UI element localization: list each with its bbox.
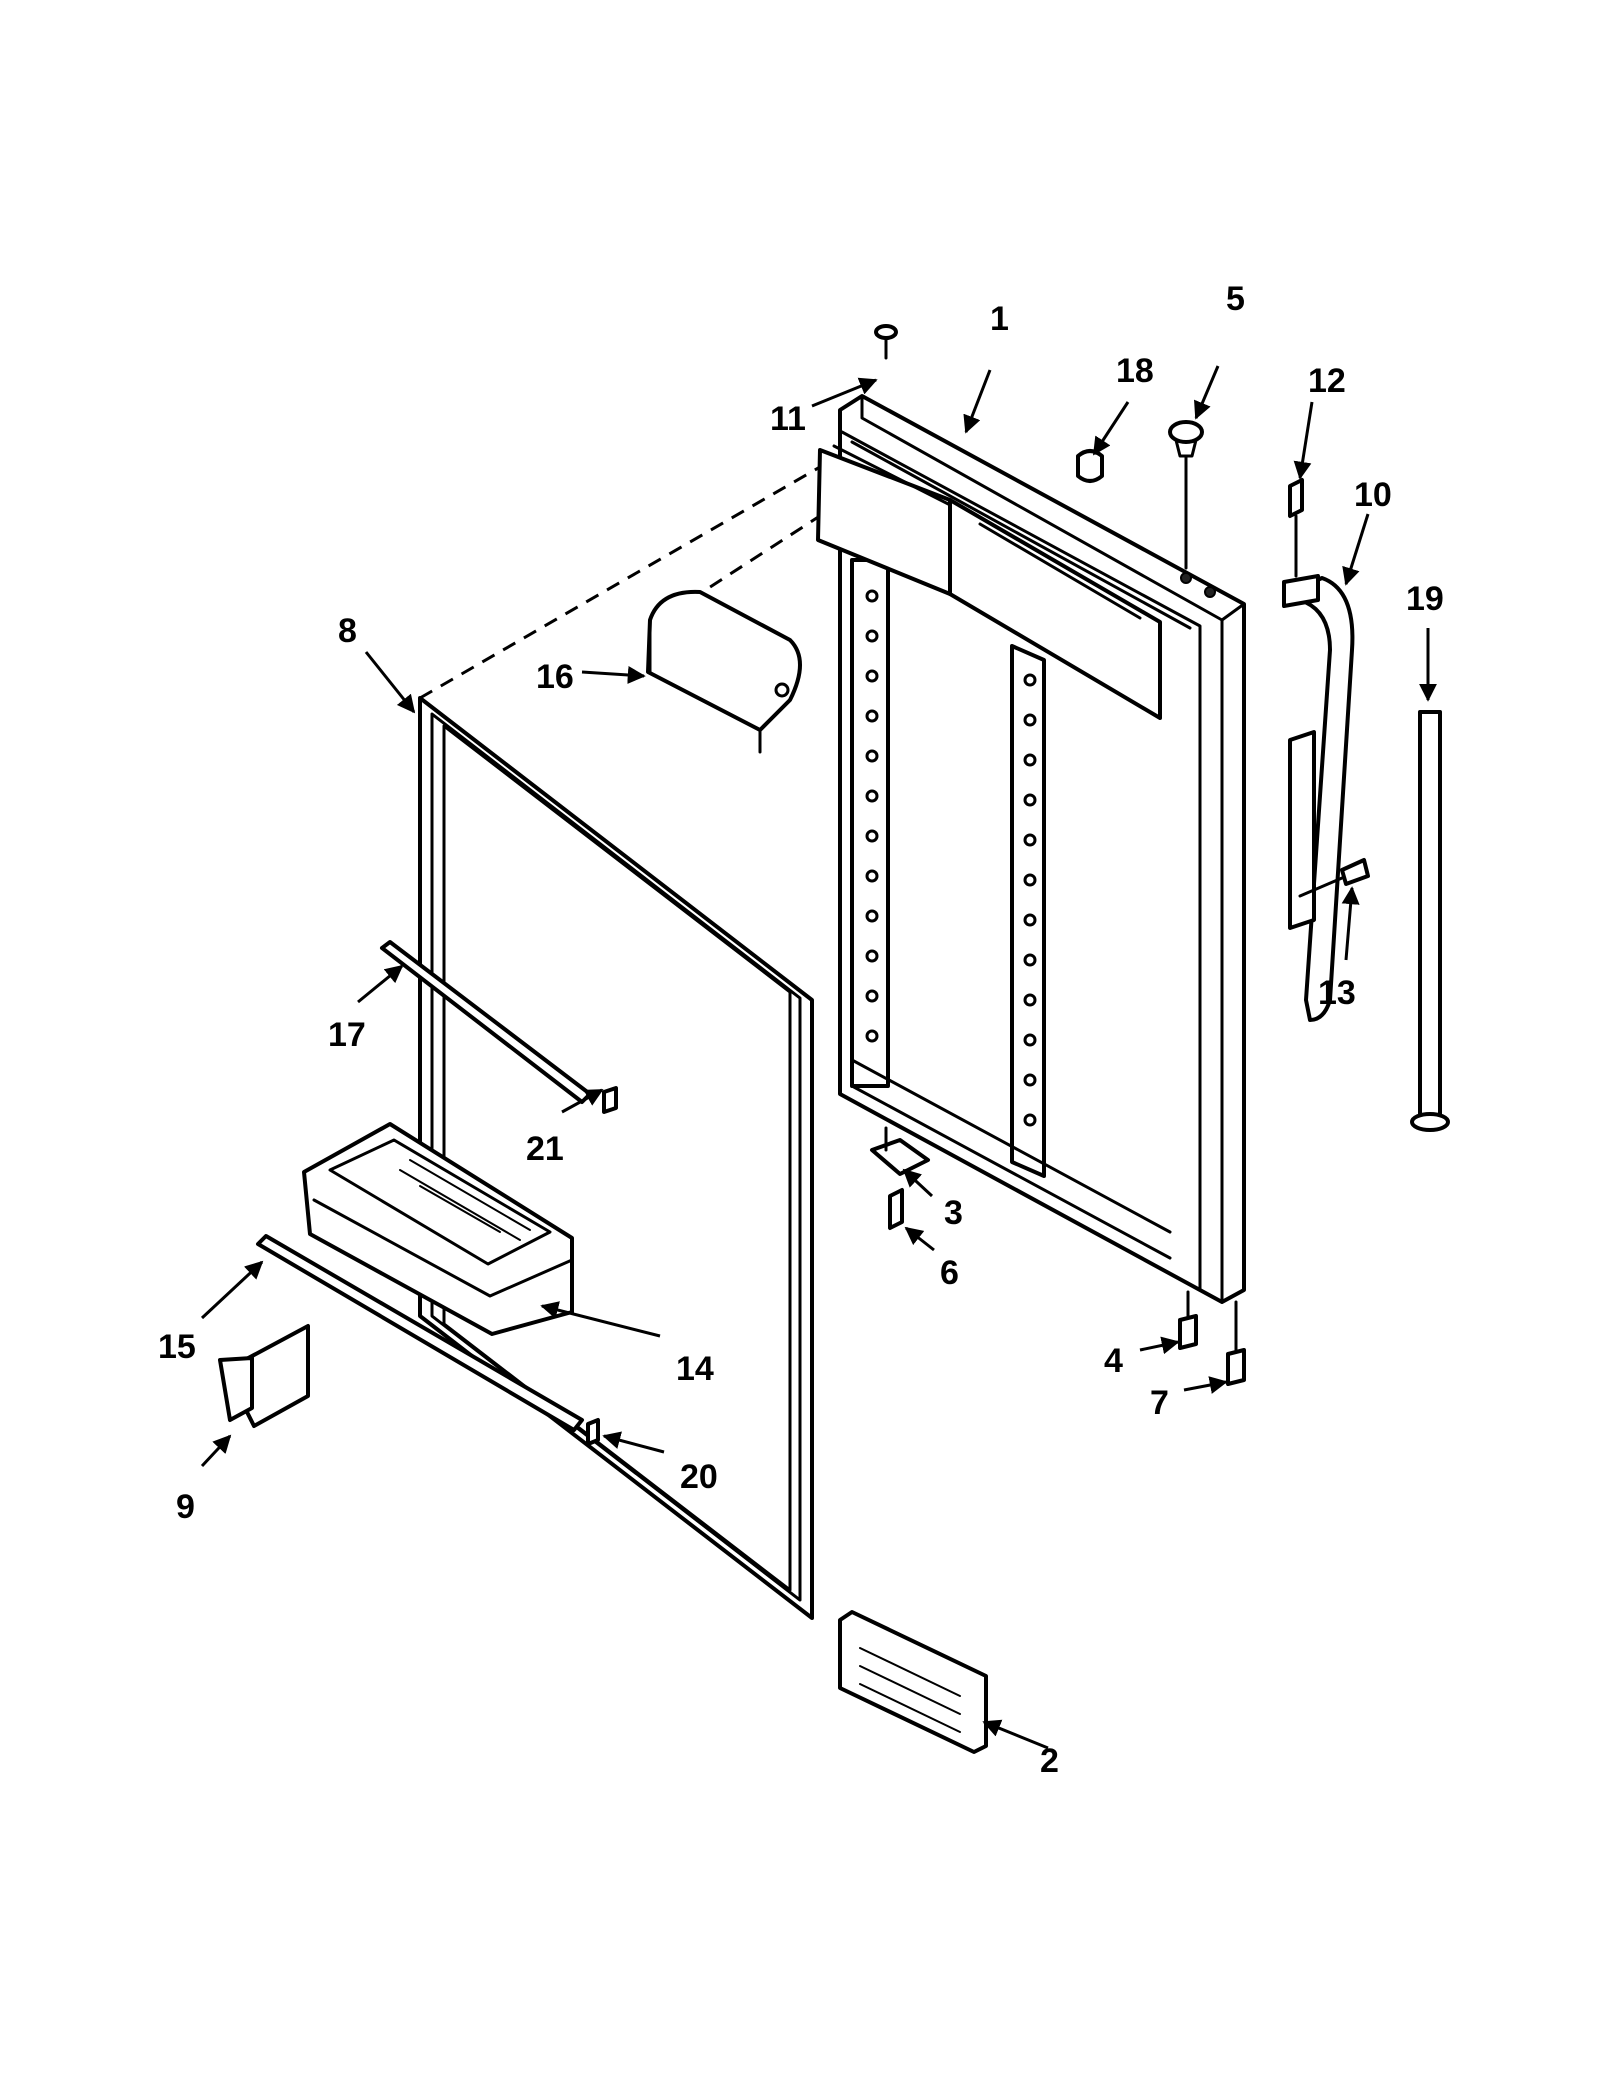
retainer-clip-lower bbox=[586, 1418, 600, 1446]
callout-10: 10 bbox=[1354, 476, 1392, 514]
callout-18: 18 bbox=[1116, 352, 1154, 390]
screw-6 bbox=[888, 1188, 904, 1230]
callout-17: 17 bbox=[328, 1016, 366, 1054]
screw-4 bbox=[1178, 1290, 1198, 1350]
callout-9: 9 bbox=[176, 1488, 195, 1526]
callout-16: 16 bbox=[536, 658, 574, 696]
callout-leaders bbox=[200, 365, 1437, 1750]
callout-3: 3 bbox=[944, 1194, 963, 1232]
bin-support bbox=[218, 1324, 310, 1428]
door-handle bbox=[1282, 574, 1355, 1022]
callout-15: 15 bbox=[158, 1328, 196, 1366]
shelf-support-pins bbox=[865, 589, 1037, 1127]
callout-13: 13 bbox=[1318, 974, 1356, 1012]
screw-11 bbox=[874, 324, 898, 360]
callout-20: 20 bbox=[680, 1458, 718, 1496]
dairy-door bbox=[646, 589, 802, 754]
door-gasket bbox=[418, 696, 814, 1620]
callout-14: 14 bbox=[676, 1350, 714, 1388]
callout-1: 1 bbox=[990, 300, 1009, 338]
callout-11: 11 bbox=[770, 400, 806, 438]
plug-button-5 bbox=[1168, 420, 1204, 458]
hinge-pin-rod bbox=[1410, 710, 1450, 1132]
callout-21: 21 bbox=[526, 1130, 564, 1168]
alignment-dash-line bbox=[419, 458, 833, 700]
screw-13 bbox=[1298, 858, 1370, 898]
callout-7: 7 bbox=[1150, 1384, 1169, 1422]
bumper-18 bbox=[1076, 449, 1104, 483]
toe-grille bbox=[838, 1610, 988, 1754]
screw-12 bbox=[1288, 478, 1304, 578]
bin-retainer-bar bbox=[256, 1234, 584, 1432]
retainer-clip bbox=[602, 1086, 618, 1114]
callout-8: 8 bbox=[338, 612, 357, 650]
callout-6: 6 bbox=[940, 1254, 959, 1292]
screw-7 bbox=[1226, 1300, 1246, 1386]
callout-5: 5 bbox=[1226, 280, 1245, 318]
door-liner bbox=[816, 394, 1246, 1304]
callout-4: 4 bbox=[1104, 1342, 1123, 1380]
callout-19: 19 bbox=[1406, 580, 1444, 618]
hinge-3 bbox=[870, 1126, 930, 1176]
callout-12: 12 bbox=[1308, 362, 1346, 400]
callout-2: 2 bbox=[1040, 1742, 1059, 1780]
shelf-retainer-bar bbox=[380, 940, 592, 1104]
door-bin bbox=[302, 1122, 574, 1336]
